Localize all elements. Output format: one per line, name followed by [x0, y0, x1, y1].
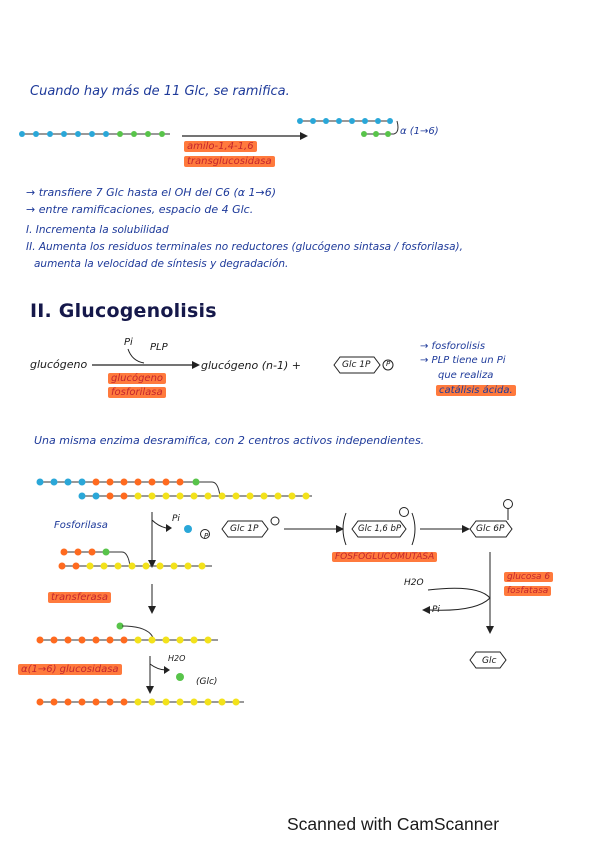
enzyme-label-2-text: transglucosidasa	[184, 156, 275, 167]
glucosidasa-label: α(1→6) glucosidasa	[18, 664, 122, 675]
glucosa6-label-2: fosfatasa	[504, 586, 552, 596]
enzyme-label-1-text: amilo-1,4-1,6	[184, 141, 257, 152]
section-title: II. Glucogenolisis	[30, 300, 217, 322]
glc1p-hexagon	[221, 516, 280, 538]
glucosa6-text-1: glucosa 6	[504, 572, 554, 582]
branch-2	[58, 548, 212, 570]
glc-free-label: (Glc)	[196, 677, 218, 687]
reaction-product: glucógeno (n-1) +	[201, 359, 301, 372]
glucosa6-text-2: fosfatasa	[504, 586, 552, 596]
reaction-plp: PLP	[150, 342, 168, 353]
fosfoglucomutasa-label: FOSFOGLUCOMUTASA	[332, 552, 438, 562]
list-item-2b: aumenta la velocidad de síntesis y degra…	[34, 258, 289, 270]
glc-final-hexagon	[469, 651, 507, 669]
scanner-watermark: Scanned with CamScanner	[287, 814, 500, 834]
list-item-1: I. Incrementa la solubilidad	[26, 224, 169, 236]
intro-arrow	[182, 132, 308, 140]
reaction-note-3: que realiza	[438, 370, 494, 381]
debranch-glc16bp: Glc 1,6 bP	[358, 524, 402, 534]
reaction-enzyme-1: glucógeno	[108, 373, 167, 384]
glucosa6-label-1: glucosa 6	[504, 572, 554, 582]
glc1p-to-glc16bp-arrow	[284, 525, 344, 533]
branch-final	[36, 698, 244, 706]
transferasa-arrow	[148, 584, 156, 614]
reaction-enzyme-1-text: glucógeno	[108, 373, 167, 384]
glucosidasa-text: α(1→6) glucosidasa	[18, 664, 122, 675]
intro-chain-right	[297, 118, 399, 137]
list-item-2a: II. Aumenta los residuos terminales no r…	[26, 241, 463, 253]
alpha-link-label: α (1→6)	[400, 126, 439, 137]
reaction-glc1p-shape	[333, 356, 394, 374]
reaction-enzyme-2: fosforilasa	[108, 387, 166, 398]
reaction-note-2: → PLP tiene un Pi	[420, 355, 506, 366]
glucosa6-arrow	[422, 552, 494, 634]
glc16bp-hexagon	[342, 507, 416, 546]
reaction-glc1p: Glc 1P	[342, 360, 371, 370]
debranch-h2o-1: H2O	[404, 578, 424, 588]
reaction-p: P	[386, 360, 391, 368]
glc6p-hexagon	[469, 499, 513, 538]
debranch-pi: Pi	[172, 514, 180, 524]
enzyme-label-1: amilo-1,4-1,6	[184, 141, 257, 152]
fosfoglucomutasa-text: FOSFOGLUCOMUTASA	[332, 552, 438, 562]
reaction-substrate: glucógeno	[30, 358, 88, 371]
debranch-h2o-2: H2O	[168, 654, 186, 663]
transferasa-text: transferasa	[48, 592, 111, 603]
debranch-line: Una misma enzima desramifica, con 2 cent…	[34, 434, 425, 447]
debranch-glc1p: Glc 1P	[230, 524, 259, 534]
enzyme-label-2: transglucosidasa	[184, 156, 275, 167]
branch-1	[36, 478, 312, 500]
reaction-note-4-text: catálisis ácida.	[436, 385, 516, 396]
branch-3	[36, 622, 218, 644]
debranch-p: P	[204, 532, 209, 540]
point-1: → transfiere 7 Glc hasta el OH del C6 (α…	[26, 186, 277, 199]
transferasa-label: transferasa	[48, 592, 111, 603]
intro-chain-left	[19, 131, 170, 137]
point-2: → entre ramificaciones, espacio de 4 Glc…	[26, 203, 254, 216]
glc-final-label: Glc	[482, 656, 497, 666]
debranch-glc6p: Glc 6P	[476, 524, 505, 534]
reaction-note-4: catálisis ácida.	[436, 385, 516, 396]
reaction-arrow	[92, 348, 200, 369]
reaction-pi: Pi	[124, 337, 133, 348]
reaction-enzyme-2-text: fosforilasa	[108, 387, 166, 398]
branching-line: Cuando hay más de 11 Glc, se ramifica.	[30, 84, 290, 99]
glucosidasa-arrow	[146, 656, 184, 694]
fosforilasa-arrow	[148, 512, 210, 568]
glc16bp-to-glc6p-arrow	[420, 525, 470, 533]
fosforilasa-label: Fosforilasa	[54, 520, 108, 531]
reaction-note-1: → fosforolisis	[420, 341, 486, 352]
